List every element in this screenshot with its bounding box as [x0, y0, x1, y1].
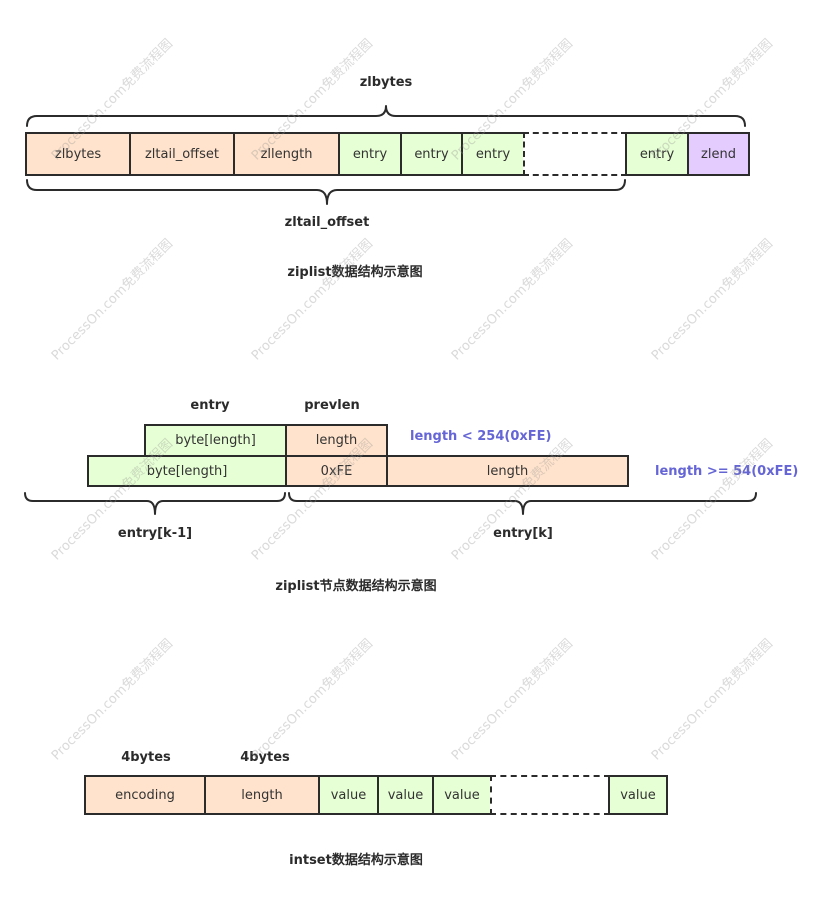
ziplist-cell-zltail-offset: zltail_offset	[129, 132, 235, 176]
intset-cell-value: value	[432, 775, 492, 815]
entry-k-brace	[288, 492, 757, 515]
watermark: ProcessOn.com免费流程图	[248, 636, 376, 764]
entry-row1-prevlen: length	[285, 424, 388, 457]
length-size-label: 4bytes	[240, 750, 290, 765]
entry-k-minus-1-label: entry[k-1]	[117, 526, 193, 541]
watermark: ProcessOn.com免费流程图	[248, 236, 376, 364]
ziplist-cell-entry: entry	[400, 132, 463, 176]
entry-caption: ziplist节点数据结构示意图	[275, 579, 437, 594]
watermark: ProcessOn.com免费流程图	[48, 636, 176, 764]
intset-cell-encoding: encoding	[84, 775, 206, 815]
zlbytes-brace	[26, 105, 746, 127]
intset-cell-length: length	[204, 775, 320, 815]
watermark: ProcessOn.com免费流程图	[648, 236, 776, 364]
zltail-offset-brace	[26, 179, 626, 205]
watermark: ProcessOn.com免费流程图	[48, 236, 176, 364]
ziplist-cell-zlend: zlend	[687, 132, 750, 176]
row1-length-note: length < 254(0xFE)	[410, 429, 552, 444]
watermark: ProcessOn.com免费流程图	[648, 436, 776, 564]
ziplist-cell-entry: entry	[461, 132, 525, 176]
watermark: ProcessOn.com免费流程图	[448, 636, 576, 764]
watermark: ProcessOn.com免费流程图	[648, 636, 776, 764]
entry-row2-data: byte[length]	[87, 455, 287, 487]
prevlen-label: prevlen	[304, 398, 360, 413]
entry-k-minus-1-brace	[24, 492, 286, 515]
zlbytes-span-label: zlbytes	[359, 75, 413, 90]
intset-caption: intset数据结构示意图	[289, 853, 423, 868]
watermark: ProcessOn.com免费流程图	[448, 436, 576, 564]
ziplist-cell-ellipsis	[523, 132, 627, 176]
entry-row2-prevlen-length: length	[386, 455, 629, 487]
entry-label: entry	[190, 398, 230, 413]
ziplist-cell-zllength: zllength	[233, 132, 340, 176]
entry-row1-data: byte[length]	[144, 424, 287, 457]
intset-cell-ellipsis	[490, 775, 610, 815]
intset-cell-value: value	[377, 775, 434, 815]
watermark: ProcessOn.com免费流程图	[448, 236, 576, 364]
ziplist-cell-entry: entry	[338, 132, 402, 176]
ziplist-cell-zlbytes: zlbytes	[25, 132, 131, 176]
encoding-size-label: 4bytes	[121, 750, 171, 765]
ziplist-cell-entry: entry	[625, 132, 689, 176]
intset-cell-value: value	[608, 775, 668, 815]
zltail-offset-span-label: zltail_offset	[284, 215, 370, 230]
intset-cell-value: value	[318, 775, 379, 815]
ziplist-caption: ziplist数据结构示意图	[287, 265, 423, 280]
entry-k-label: entry[k]	[493, 526, 553, 541]
entry-row2-prevlen-marker: 0xFE	[285, 455, 388, 487]
row2-length-note: length >= 54(0xFE)	[655, 464, 799, 479]
